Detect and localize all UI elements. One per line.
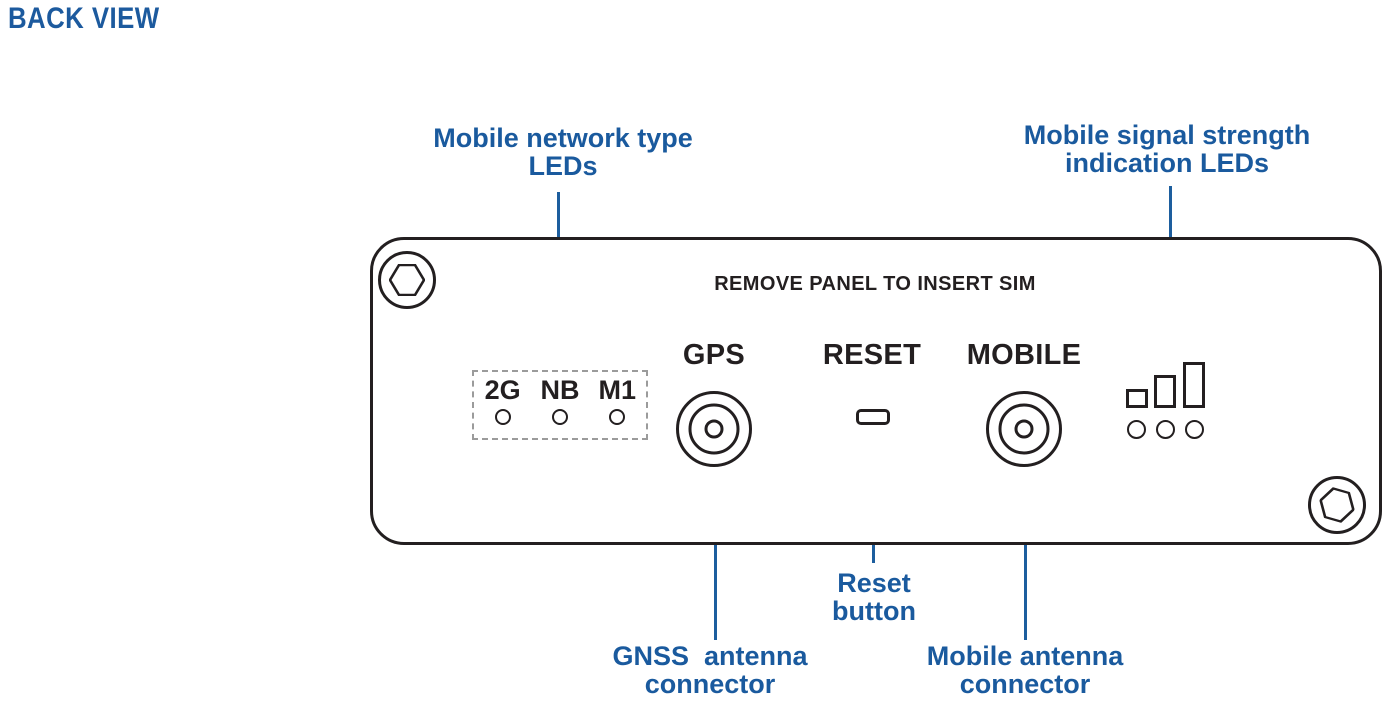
- reset-button[interactable]: [856, 409, 890, 425]
- led-indicator-icon: [609, 409, 626, 425]
- callout-reset-button: Reset button: [832, 568, 916, 627]
- callout-gnss-antenna-connector: GNSS antenna connector: [612, 641, 808, 700]
- signal-strength-led-group: [1126, 362, 1210, 442]
- callout-mobile-network-type-leds: Mobile network type LEDs: [433, 123, 693, 182]
- port-label-mobile: MOBILE: [966, 339, 1082, 371]
- hex-screw-icon: [1308, 476, 1366, 534]
- led-indicator-icon: [551, 409, 568, 425]
- signal-bar-3: [1183, 362, 1205, 408]
- hex-screw-icon: [378, 251, 436, 309]
- gnss-antenna-connector-icon: [676, 391, 752, 467]
- device-back-panel: [370, 237, 1382, 545]
- leader-line-mobile-connector: [1024, 468, 1027, 640]
- led-indicator-icon: [1156, 420, 1175, 439]
- signal-bar-1: [1126, 389, 1148, 408]
- led-cell-m1: M1: [591, 372, 643, 425]
- led-indicator-icon: [1127, 420, 1146, 439]
- led-label: NB: [540, 375, 580, 405]
- led-cell-2g: 2G: [477, 372, 529, 425]
- port-label-reset: RESET: [822, 339, 922, 371]
- callout-mobile-signal-strength-leds: Mobile signal strength indication LEDs: [1023, 120, 1311, 179]
- page-title: BACK VIEW: [8, 2, 160, 35]
- hexagon-icon: [389, 264, 425, 296]
- network-type-led-group: 2G NB M1: [472, 370, 648, 440]
- signal-bar-2: [1154, 375, 1176, 408]
- mobile-antenna-connector-icon: [986, 391, 1062, 467]
- panel-heading-remove-panel: REMOVE PANEL TO INSERT SIM: [714, 273, 1036, 295]
- signal-led-dots: [1126, 420, 1210, 442]
- led-cell-nb: NB: [534, 372, 586, 425]
- port-label-gps: GPS: [682, 339, 746, 371]
- callout-mobile-antenna-connector: Mobile antenna connector: [926, 641, 1124, 700]
- led-label: M1: [598, 375, 637, 405]
- led-label: 2G: [484, 375, 521, 405]
- leader-line-gnss-connector: [714, 468, 717, 640]
- signal-bars-icon: [1126, 362, 1210, 408]
- hexagon-icon: [1319, 487, 1355, 523]
- led-indicator-icon: [1185, 420, 1204, 439]
- led-indicator-icon: [494, 409, 511, 425]
